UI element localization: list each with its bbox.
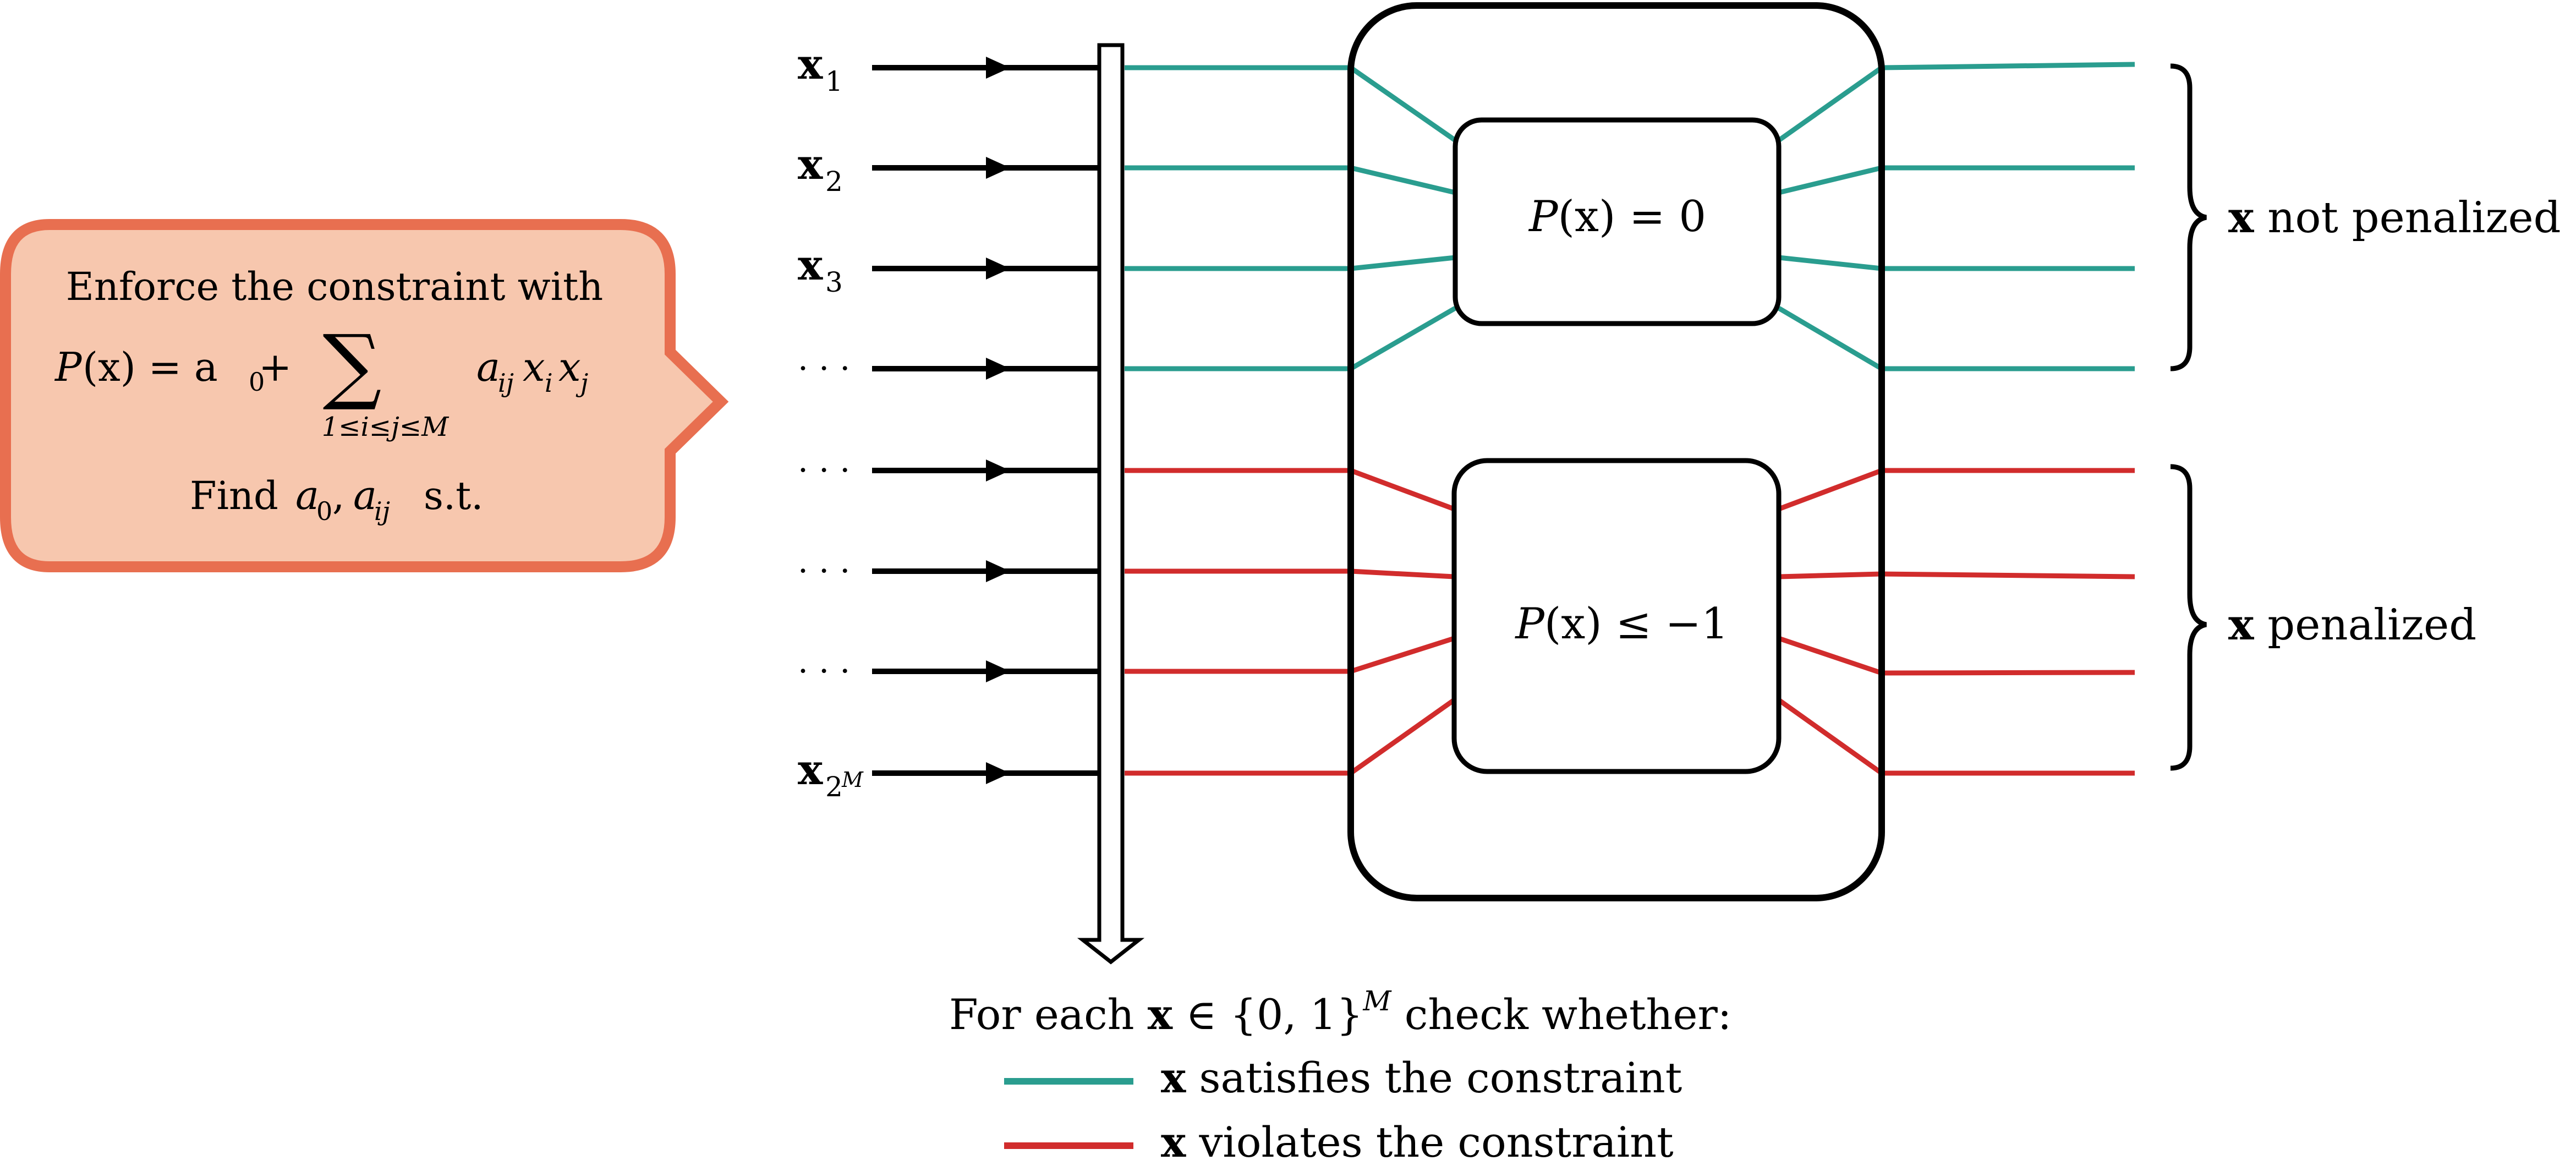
satisfies-line <box>1350 255 1456 271</box>
input-row: · · · <box>798 652 1099 691</box>
input-label: x <box>798 745 823 794</box>
line3-comma: , <box>332 473 344 518</box>
input-label: x <box>798 40 823 89</box>
brace-bottom <box>2170 464 2207 771</box>
callout-line1: Enforce the constraint with <box>66 264 604 309</box>
violates-line <box>1349 698 1456 775</box>
constraint-lines <box>1125 62 2135 776</box>
line3-st: s.t. <box>424 473 484 518</box>
box-bottom-rect <box>1451 458 1782 774</box>
input-label: · · · <box>798 349 850 388</box>
input-label: · · · <box>798 552 850 590</box>
callout-formula: P (x) = a 0 + ∑ 1≤i≤j≤M a ij x i x j <box>54 318 588 442</box>
brace-bottom-label: x penalized <box>2228 600 2476 650</box>
satisfies-line <box>1349 65 1457 143</box>
input-arrowhead <box>986 459 1010 481</box>
violates-line <box>1777 698 1883 775</box>
formula-a0-sub: 0 <box>249 367 265 397</box>
sum-symbol: ∑ <box>322 318 381 413</box>
legend-label: x violates the constraint <box>1161 1118 1674 1167</box>
input-label-sub: 2 <box>825 771 843 803</box>
sum-limits: 1≤i≤j≤M <box>322 412 450 442</box>
violates-line <box>1350 468 1455 512</box>
input-arrowhead <box>986 258 1010 280</box>
sweep-arrow <box>1077 43 1145 965</box>
box-top-formula: P(x) = 0 <box>1528 192 1706 242</box>
term-x1: x <box>523 344 545 390</box>
violates-line <box>1350 568 1455 579</box>
satisfies-line <box>1777 65 1883 143</box>
box-bottom-formula: P(x) ≤ −1 <box>1514 599 1728 649</box>
input-label: · · · <box>798 652 850 691</box>
input-arrowhead <box>986 358 1010 380</box>
input-label: · · · <box>798 451 850 490</box>
outer-box <box>1347 2 1885 901</box>
violates-line <box>1350 636 1455 674</box>
line3-aij-sub: ij <box>374 496 390 526</box>
callout-line3: Find a 0 , a ij s.t. <box>190 472 484 526</box>
satisfies-line <box>1349 306 1457 371</box>
input-arrowhead <box>986 57 1010 79</box>
box-top-rect <box>1453 117 1782 326</box>
input-label-sup: M <box>841 768 864 792</box>
input-row: · · · <box>798 451 1099 490</box>
violates-line <box>1881 670 2135 676</box>
input-row: · · · <box>798 552 1099 590</box>
box-penalized: P(x) ≤ −1 <box>1451 458 1782 774</box>
bottom-text: For each x ∈ {0, 1}M check whether: <box>949 985 1731 1039</box>
satisfies-line <box>1778 255 1882 271</box>
legend-label: x satisfies the constraint <box>1161 1053 1682 1102</box>
input-arrowhead <box>986 762 1010 784</box>
input-label-sub: 2 <box>825 166 843 198</box>
input-arrowhead <box>986 560 1010 582</box>
formula-lhs: (x) = a <box>83 344 218 390</box>
input-arrowhead <box>986 660 1010 682</box>
legend-item: x satisfies the constraint <box>1004 1053 1682 1102</box>
legend-item: x violates the constraint <box>1004 1118 1674 1167</box>
satisfies-line <box>1881 62 2135 70</box>
term-x2: x <box>558 344 581 390</box>
input-label: x <box>798 240 823 289</box>
violates-line <box>1778 468 1883 512</box>
input-label: x <box>798 140 823 189</box>
satisfies-line <box>1350 165 1456 195</box>
formula-plus: + <box>259 344 292 390</box>
callout: Enforce the constraint with P (x) = a 0 … <box>0 219 729 572</box>
line3-a0-sub: 0 <box>316 496 332 526</box>
satisfies-line <box>1777 306 1883 371</box>
input-label-sub: 1 <box>825 65 843 97</box>
term-a: a <box>476 344 500 390</box>
brace-top <box>2170 63 2207 371</box>
line3-aij: a <box>353 472 377 518</box>
violates-line <box>1778 571 1882 579</box>
term-x1-sub: i <box>545 368 553 398</box>
line3-find: Find <box>190 473 278 518</box>
legend: x satisfies the constraint x violates the… <box>1004 1053 1682 1167</box>
input-row: · · · <box>798 349 1099 388</box>
input-arrowhead <box>986 157 1010 179</box>
brace-top-label: x not penalized <box>2228 193 2561 243</box>
input-label-sub: 3 <box>825 266 843 298</box>
line3-a0: a <box>295 472 319 518</box>
violates-line <box>1881 571 2135 579</box>
box-not-penalized: P(x) = 0 <box>1453 117 1782 326</box>
term-a-sub: ij <box>498 368 514 398</box>
formula-P: P <box>54 344 83 390</box>
violates-line <box>1778 636 1883 676</box>
callout-shape <box>0 219 729 572</box>
satisfies-line <box>1778 165 1883 195</box>
